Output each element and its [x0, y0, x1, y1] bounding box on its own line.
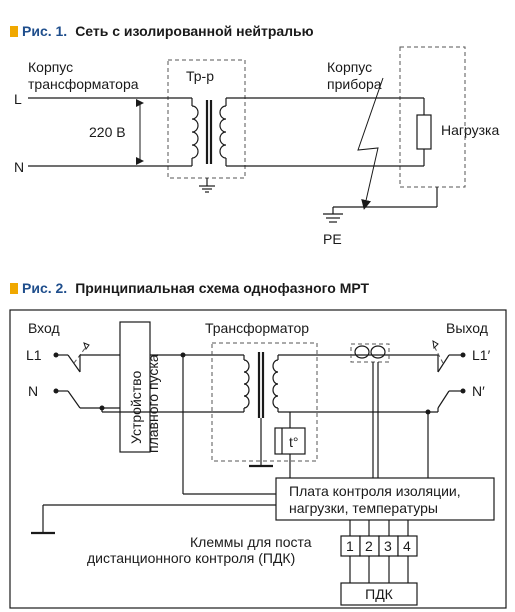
fig2-terminals-label-1: Клеммы для поста — [190, 534, 312, 550]
fig2-out-switch-l — [437, 354, 450, 373]
fig2-pdk-label: ПДК — [365, 586, 394, 602]
fig1-title: Сеть с изолированной нейтралью — [75, 23, 314, 39]
fig2-output-label: Выход — [446, 320, 488, 336]
fig2-transformer-housing — [211, 342, 318, 462]
fig2-heading-mark — [10, 283, 18, 294]
fig2-soft-start-label-1: Устройство — [128, 371, 144, 444]
fig2-in-switch-handle — [83, 342, 90, 351]
fig2-heading: Рис. 2. Принципиальная схема однофазного … — [10, 278, 369, 298]
fig2-pdk-box — [340, 582, 418, 606]
fig2-terminal-2-label: 2 — [365, 538, 373, 554]
fig2-n-out-terminal — [460, 388, 466, 394]
fig1-diagram: Корпус трансформатора Тр-р Корпус прибор… — [14, 46, 499, 247]
fig2-n-in-label: N — [28, 383, 38, 399]
fig2-in-switch-n — [67, 390, 81, 409]
fig2-in-switch-l — [67, 354, 81, 373]
fig1-housing-label-2: трансформатора — [28, 76, 139, 92]
fig2-l1-out-label: L1′ — [472, 347, 491, 363]
fig1-secondary-coil — [219, 105, 227, 159]
fig2-terminals-label-2: дистанционного контроля (ПДК) — [87, 550, 295, 566]
fig1-heading: Рис. 1. Сеть с изолированной нейтралью — [10, 21, 314, 41]
fig2-l1-out-terminal — [460, 352, 466, 358]
fig2-secondary-coil — [272, 359, 279, 409]
fig2-number: Рис. 2. — [22, 280, 68, 296]
fig1-device-housing — [399, 46, 466, 188]
fig1-transformer-label: Тр-р — [186, 68, 214, 84]
fig1-device-label-2: прибора — [327, 76, 382, 92]
fig1-neutral-label: N — [14, 159, 24, 175]
fig1-device-label-1: Корпус — [327, 59, 372, 75]
fig2-temp-sensor-label: t° — [289, 434, 299, 450]
fig2-out-switch-link — [433, 345, 444, 364]
fig2-outer-frame — [9, 309, 507, 609]
fig2-terminal-4-label: 4 — [403, 538, 411, 554]
fig2-control-board — [275, 477, 495, 521]
fig2-soft-start-box — [119, 321, 151, 453]
fig2-board-label-1: Плата контроля изоляции, — [289, 483, 461, 499]
fig2-soft-start-label-2: плавного пуска — [145, 354, 161, 453]
fig2-junction-2 — [99, 405, 105, 411]
fig1-primary-coil — [191, 105, 199, 159]
fig1-load-label: Нагрузка — [441, 122, 499, 138]
fig1-housing-label-1: Корпус — [28, 59, 73, 75]
fig1-phase-label: L — [14, 91, 22, 107]
fig2-terminal-3-label: 3 — [384, 538, 392, 554]
fig1-pe-label: PE — [323, 231, 342, 247]
fig2-current-sensor-2 — [370, 345, 386, 359]
fig2-current-sensor-housing — [350, 343, 390, 363]
fig2-n-out-label: N′ — [472, 383, 485, 399]
fig2-board-label-2: нагрузки, температуры — [289, 500, 438, 516]
fig2-terminal-1-label: 1 — [346, 538, 354, 554]
fig2-out-switch-n — [437, 390, 450, 409]
fig1-heading-mark — [10, 26, 18, 37]
fig1-fault-arrow — [357, 77, 384, 210]
fig2-primary-coil — [243, 359, 250, 409]
fig2-l1-in-label: L1 — [26, 347, 42, 363]
fig2-out-switch-handle — [432, 340, 439, 350]
fig2-current-sensor-1 — [354, 345, 370, 359]
fig1-voltage-label: 220 В — [89, 124, 126, 140]
fig2-input-label: Вход — [28, 320, 60, 336]
fig2-transformer-label: Трансформатор — [205, 320, 309, 336]
fig2-title: Принципиальная схема однофазного МРТ — [75, 280, 370, 296]
fig1-number: Рис. 1. — [22, 23, 68, 39]
